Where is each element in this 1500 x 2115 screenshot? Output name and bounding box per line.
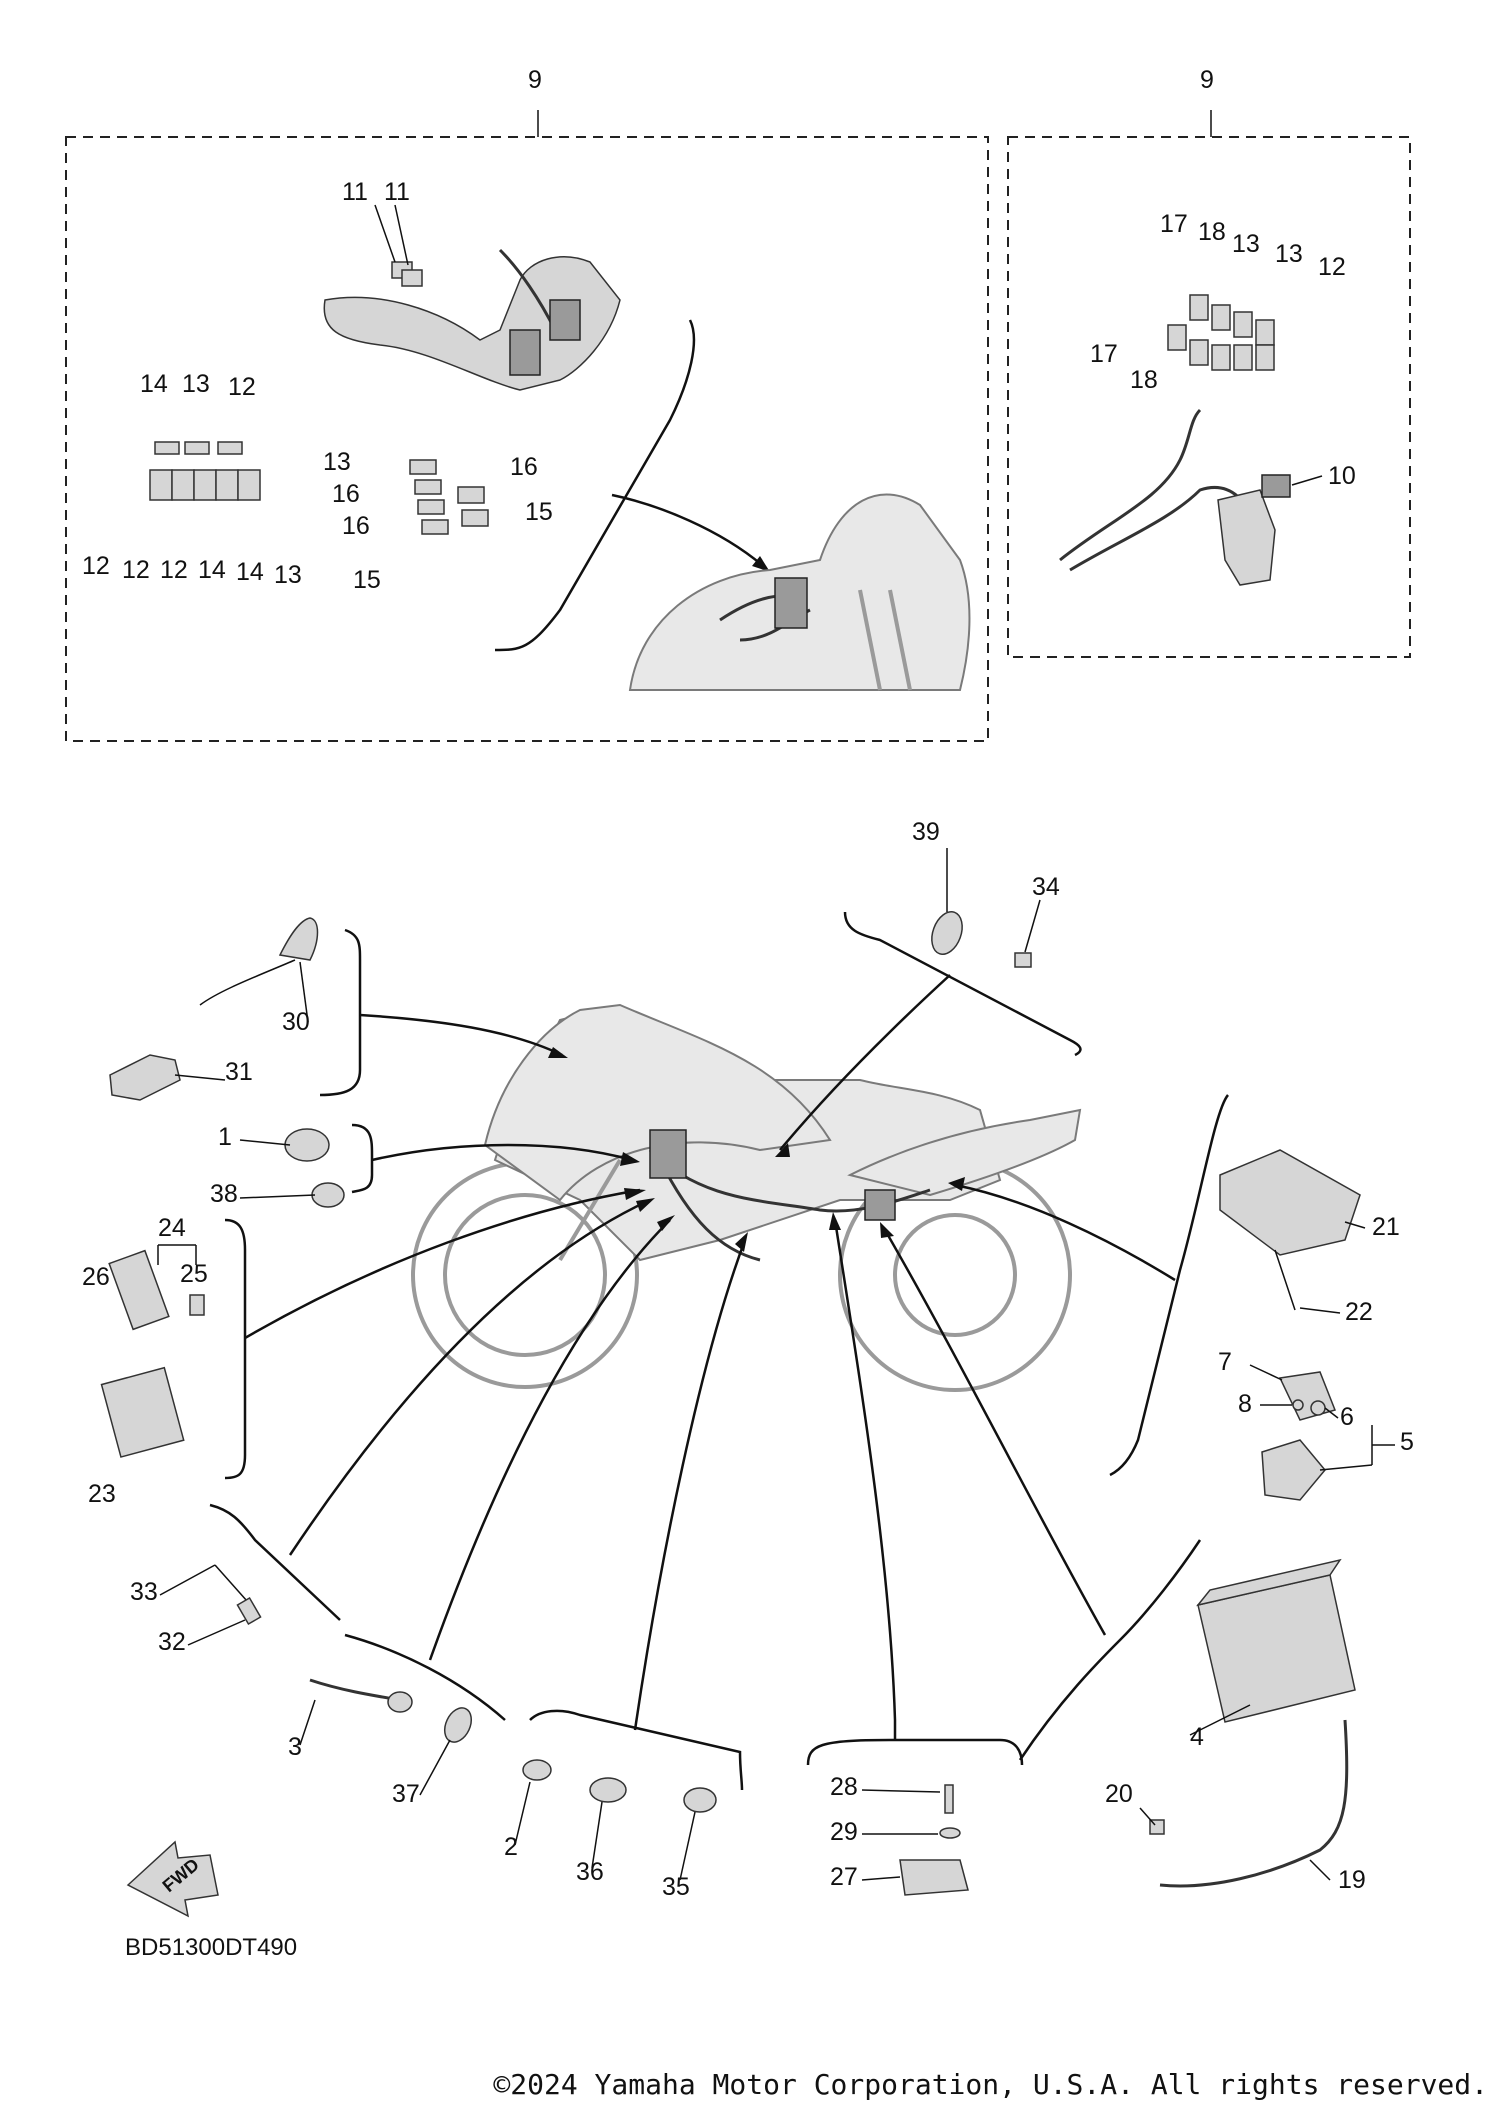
- callout-13-b: 13: [274, 561, 302, 589]
- callout-12-r: 12: [1318, 253, 1346, 281]
- callout-34: 34: [1032, 873, 1060, 901]
- callout-18-top: 18: [1198, 218, 1226, 246]
- callout-13-r1: 13: [1232, 230, 1260, 258]
- callout-12-b3: 12: [160, 556, 188, 584]
- callout-labels: 9 9 11 11 14 13 12 12 12 12 14 14 13 13 …: [82, 66, 1414, 1901]
- leader-lines: [209, 911, 1230, 1791]
- callout-7: 7: [1218, 1348, 1232, 1376]
- callout-16a: 16: [332, 480, 360, 508]
- callout-16b: 16: [510, 453, 538, 481]
- callout-35: 35: [662, 1873, 690, 1901]
- callout-31: 31: [225, 1058, 253, 1086]
- callout-38: 38: [210, 1180, 238, 1208]
- callout-14-b2: 14: [236, 558, 264, 586]
- callout-15b: 15: [353, 566, 381, 594]
- callout-13-mid: 13: [323, 448, 351, 476]
- callout-25: 25: [180, 1260, 208, 1288]
- callout-20: 20: [1105, 1780, 1133, 1808]
- callout-9-right: 9: [1200, 66, 1214, 94]
- group-box-9-left: [65, 136, 989, 742]
- fuse-set-left: [149, 441, 261, 501]
- arrowheads: [548, 1047, 965, 1252]
- callout-1: 1: [218, 1123, 232, 1151]
- callout-8: 8: [1238, 1390, 1252, 1418]
- callout-10: 10: [1328, 462, 1356, 490]
- callout-4: 4: [1190, 1723, 1204, 1751]
- callout-28: 28: [830, 1773, 858, 1801]
- callout-11a: 11: [342, 178, 368, 206]
- harness-upper-detail: [323, 248, 621, 391]
- callout-22: 22: [1345, 1298, 1373, 1326]
- callout-18-left: 18: [1130, 366, 1158, 394]
- group-box-9-right: [1007, 136, 1411, 658]
- callout-12-top: 12: [228, 373, 256, 401]
- callout-12-b2: 12: [122, 556, 150, 584]
- callout-24: 24: [158, 1214, 186, 1242]
- callout-14-top: 14: [140, 370, 168, 398]
- callout-17-top: 17: [1160, 210, 1188, 238]
- callout-33: 33: [130, 1578, 158, 1606]
- callout-12-b1: 12: [82, 552, 110, 580]
- callout-26: 26: [82, 1263, 110, 1291]
- motorcycle-main: [411, 1003, 1082, 1392]
- callout-pointers: [157, 204, 1395, 1881]
- callout-36: 36: [576, 1858, 604, 1886]
- callout-3: 3: [288, 1733, 302, 1761]
- fuse-set-right: [1167, 294, 1275, 371]
- diagram-code: BD51300DT490: [125, 1934, 297, 1961]
- callout-30: 30: [282, 1008, 310, 1036]
- parts-around: [100, 911, 1361, 1918]
- callout-11b: 11: [384, 178, 410, 206]
- callout-13-r2: 13: [1275, 240, 1303, 268]
- callout-16c: 16: [342, 512, 370, 540]
- bike-front-detail: [628, 493, 971, 691]
- callout-9-left: 9: [528, 66, 542, 94]
- callout-37: 37: [392, 1780, 420, 1808]
- callout-32: 32: [158, 1628, 186, 1656]
- callout-29: 29: [830, 1818, 858, 1846]
- callout-14-b1: 14: [198, 556, 226, 584]
- callout-6: 6: [1340, 1403, 1354, 1431]
- callout-17-left: 17: [1090, 340, 1118, 368]
- callout-15a: 15: [525, 498, 553, 526]
- callout-23: 23: [88, 1480, 116, 1508]
- callout-39: 39: [912, 818, 940, 846]
- harness-right-detail: [1059, 408, 1291, 586]
- copyright-notice: ©2024 Yamaha Motor Corporation, U.S.A. A…: [493, 2068, 1488, 2101]
- relay-set-left: [409, 459, 489, 535]
- callout-19: 19: [1338, 1866, 1366, 1894]
- callout-21: 21: [1372, 1213, 1400, 1241]
- callout-2: 2: [504, 1833, 518, 1861]
- callout-27: 27: [830, 1863, 858, 1891]
- callout-5: 5: [1400, 1428, 1414, 1456]
- callout-13-top: 13: [182, 370, 210, 398]
